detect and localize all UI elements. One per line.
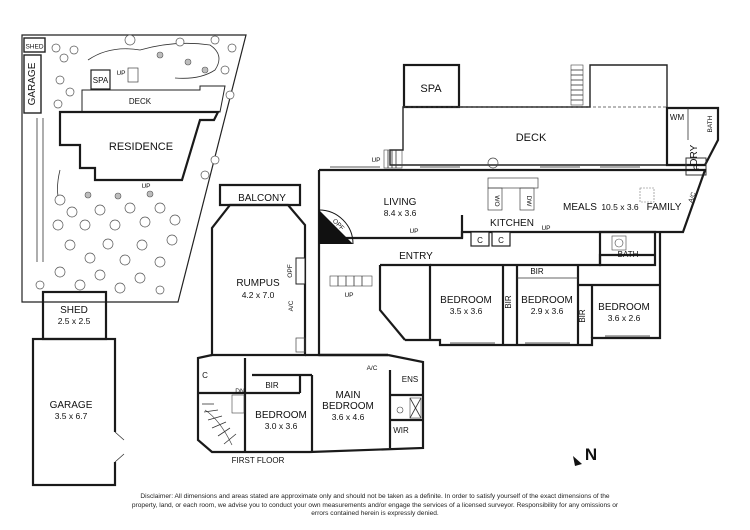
ac-main-label: A/C <box>687 191 697 204</box>
disclaimer: Disclaimer: All dimensions and areas sta… <box>131 493 619 518</box>
garage-outline <box>31 337 117 487</box>
main-bedroom-dims: 3.6 x 4.6 <box>332 412 365 422</box>
main-house-outline <box>319 168 707 234</box>
entry-label: ENTRY <box>399 251 433 262</box>
site-spa <box>90 69 111 90</box>
first-floor-label: FIRST FLOOR <box>232 456 285 465</box>
site-up-label: UP <box>116 70 125 77</box>
bedroom1-label: BEDROOM <box>440 295 492 306</box>
shed-dims: 2.5 x 2.5 <box>58 316 91 326</box>
bedroom1-dims: 3.5 x 3.6 <box>450 306 483 316</box>
deck-label: DECK <box>516 132 547 144</box>
site-boundary <box>21 34 247 303</box>
main-floor: SPA DECK UP WM BATH LDRY C <box>317 63 720 357</box>
main-bedroom-label: MAIN <box>336 390 361 401</box>
svg-text:UP: UP <box>371 157 380 164</box>
wir-label: WIR <box>393 426 409 435</box>
site-spa-label: SPA <box>93 76 109 85</box>
ac-rumpus-label: A/C <box>288 300 295 311</box>
family-label: FAMILY <box>647 202 682 213</box>
balcony-label: BALCONY <box>238 193 286 204</box>
meals-label: MEALS <box>563 202 597 213</box>
first-floor: BALCONY RUMPUS 4.2 x 7.0 OPF A/C C DN BI… <box>196 183 425 465</box>
bedroom2-label: BEDROOM <box>521 295 573 306</box>
svg-text:UP: UP <box>409 228 418 235</box>
bir-first-label: BIR <box>265 381 279 390</box>
dw-label: DW <box>525 196 532 208</box>
site-deck <box>81 85 226 113</box>
rumpus-label: RUMPUS <box>236 278 280 289</box>
svg-text:UP: UP <box>141 183 150 190</box>
rumpus-dims: 4.2 x 7.0 <box>242 290 275 300</box>
main-bedroom-label-2: BEDROOM <box>322 401 374 412</box>
garage-dims: 3.5 x 6.7 <box>55 411 88 421</box>
site-deck-label: DECK <box>129 97 152 106</box>
bedroom3-dims: 3.6 x 2.6 <box>608 313 641 323</box>
site-shed <box>23 37 46 53</box>
north-label: N <box>585 445 597 464</box>
outbuildings: SHED 2.5 x 2.5 GARAGE 3.5 x 6.7 <box>31 290 125 487</box>
opf-rumpus-label: OPF <box>287 264 294 277</box>
deck-outline <box>389 64 668 166</box>
bath-upper-label: BATH <box>707 115 714 132</box>
c-first-label: C <box>202 371 208 380</box>
bir3-label: BIR <box>578 309 587 323</box>
site-residence-label: RESIDENCE <box>109 141 173 153</box>
site-trees <box>35 34 237 295</box>
site-garage-label: GARAGE <box>27 62 38 105</box>
wo-label: WO <box>493 195 500 206</box>
wm-label: WM <box>670 113 685 122</box>
bedroom-first-dims: 3.0 x 3.6 <box>265 421 298 431</box>
fireplace <box>319 210 353 244</box>
ens-label: ENS <box>402 375 418 384</box>
dn-label: DN <box>235 388 245 395</box>
deck-stairs <box>383 64 584 169</box>
bir1-label: BIR <box>530 267 544 276</box>
north-arrow-icon <box>573 456 582 466</box>
bath-room <box>598 230 657 267</box>
c2-label: C <box>498 236 504 245</box>
ac-main-bedroom-label: A/C <box>367 365 378 372</box>
bath-label: BATH <box>618 250 639 259</box>
living-label: LIVING <box>384 197 417 208</box>
kitchen-label: KITCHEN <box>490 218 534 229</box>
site-plan: SHED GARAGE SPA UP DECK RESIDENCE UP <box>21 34 247 303</box>
bir2-label: BIR <box>504 295 513 309</box>
laundry-block <box>665 106 720 167</box>
windows <box>330 166 650 344</box>
shed-label: SHED <box>60 305 88 316</box>
bedroom3-label: BEDROOM <box>598 302 650 313</box>
garage-label: GARAGE <box>50 400 93 411</box>
site-garage <box>23 54 42 114</box>
north-arrow: N <box>573 445 597 466</box>
svg-text:UP: UP <box>344 292 353 299</box>
c1-label: C <box>477 236 483 245</box>
living-dims: 8.4 x 3.6 <box>384 208 417 218</box>
c-ldry-label: C <box>693 163 699 172</box>
bedroom2-dims: 2.9 x 3.6 <box>531 306 564 316</box>
svg-text:UP: UP <box>541 225 550 232</box>
bedroom-first-label: BEDROOM <box>255 410 307 421</box>
spa-label: SPA <box>420 83 442 95</box>
site-shed-label: SHED <box>25 44 43 51</box>
balcony <box>218 183 302 207</box>
first-floor-stairs <box>202 394 245 446</box>
family-dims: 10.5 x 3.6 <box>601 202 639 212</box>
first-floor-lower <box>196 353 425 454</box>
site-residence <box>58 110 220 182</box>
